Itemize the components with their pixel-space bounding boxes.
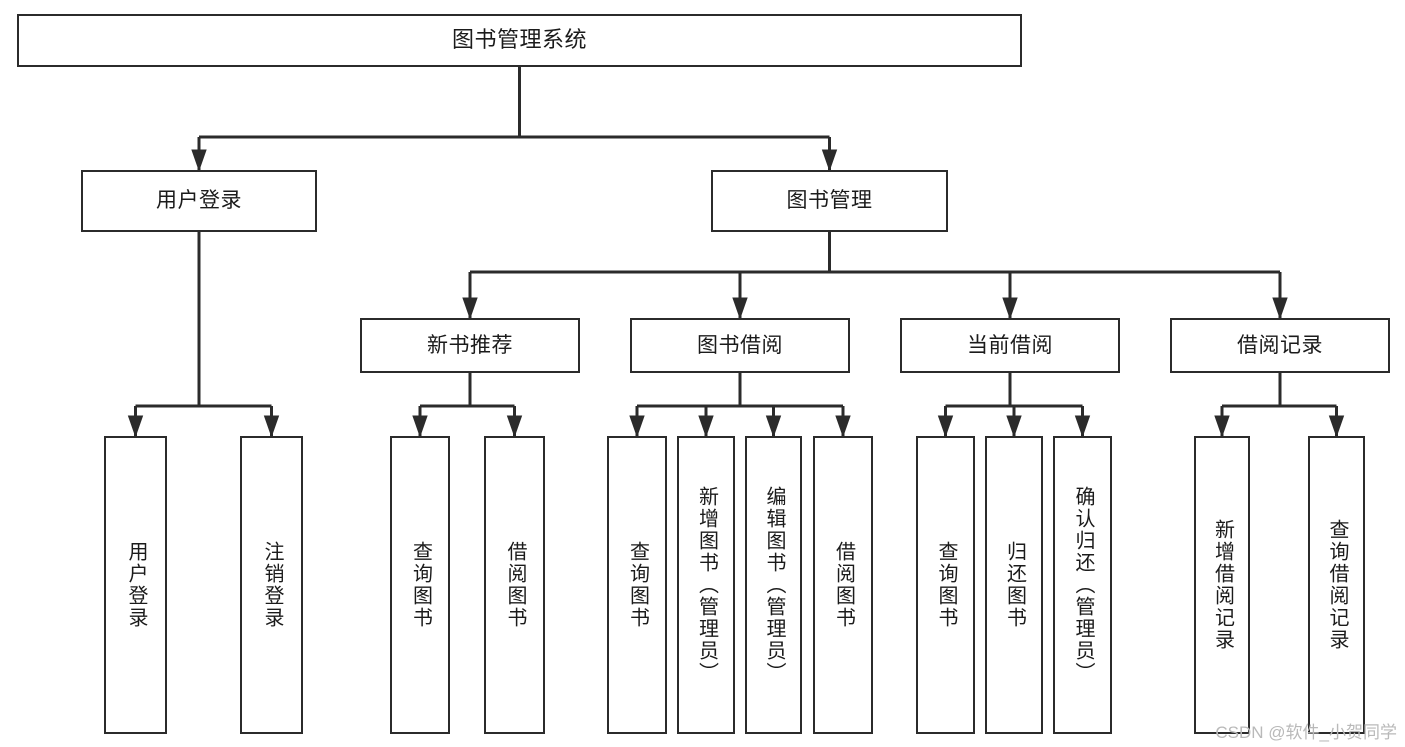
- node-root[interactable]: 图书管理系统: [17, 14, 1022, 67]
- node-l12[interactable]: 新增借阅记录: [1194, 436, 1250, 734]
- node-l10[interactable]: 归还图书: [985, 436, 1043, 734]
- node-l3[interactable]: 查询图书: [390, 436, 450, 734]
- node-label: 借阅图书: [504, 541, 526, 629]
- node-bookmgmt[interactable]: 图书管理: [711, 170, 948, 232]
- node-label: 确认归还（管理员）: [1072, 486, 1094, 684]
- node-label: 借阅图书: [832, 541, 855, 629]
- node-l4[interactable]: 借阅图书: [484, 436, 545, 734]
- node-label: 当前借阅: [967, 333, 1053, 357]
- node-label: 查询图书: [409, 541, 432, 629]
- node-current[interactable]: 当前借阅: [900, 318, 1120, 373]
- node-label: 用户登录: [156, 189, 242, 213]
- node-l8[interactable]: 借阅图书: [813, 436, 873, 734]
- node-l6[interactable]: 新增图书（管理员）: [677, 436, 735, 734]
- node-newbook[interactable]: 新书推荐: [360, 318, 580, 373]
- node-label: 新增图书（管理员）: [695, 486, 718, 684]
- node-l1[interactable]: 用户登录: [104, 436, 167, 734]
- node-borrow[interactable]: 图书借阅: [630, 318, 850, 373]
- node-l11[interactable]: 确认归还（管理员）: [1053, 436, 1112, 734]
- node-label: 归还图书: [1003, 541, 1026, 629]
- node-label: 借阅记录: [1237, 333, 1323, 357]
- node-l7[interactable]: 编辑图书（管理员）: [745, 436, 802, 734]
- node-label: 新增借阅记录: [1211, 519, 1234, 651]
- node-l2[interactable]: 注销登录: [240, 436, 303, 734]
- node-l9[interactable]: 查询图书: [916, 436, 975, 734]
- node-label: 用户登录: [125, 541, 147, 629]
- node-label: 新书推荐: [427, 333, 513, 357]
- node-l5[interactable]: 查询图书: [607, 436, 667, 734]
- node-label: 查询图书: [935, 541, 957, 629]
- node-label: 编辑图书（管理员）: [763, 486, 785, 684]
- node-label: 图书管理: [786, 189, 873, 213]
- node-label: 图书管理系统: [451, 27, 587, 53]
- node-records[interactable]: 借阅记录: [1170, 318, 1390, 373]
- node-label: 查询图书: [626, 541, 649, 629]
- node-label: 图书借阅: [697, 333, 783, 357]
- node-label: 注销登录: [261, 541, 283, 629]
- node-login[interactable]: 用户登录: [81, 170, 317, 232]
- node-l13[interactable]: 查询借阅记录: [1308, 436, 1365, 734]
- node-label: 查询借阅记录: [1326, 519, 1348, 651]
